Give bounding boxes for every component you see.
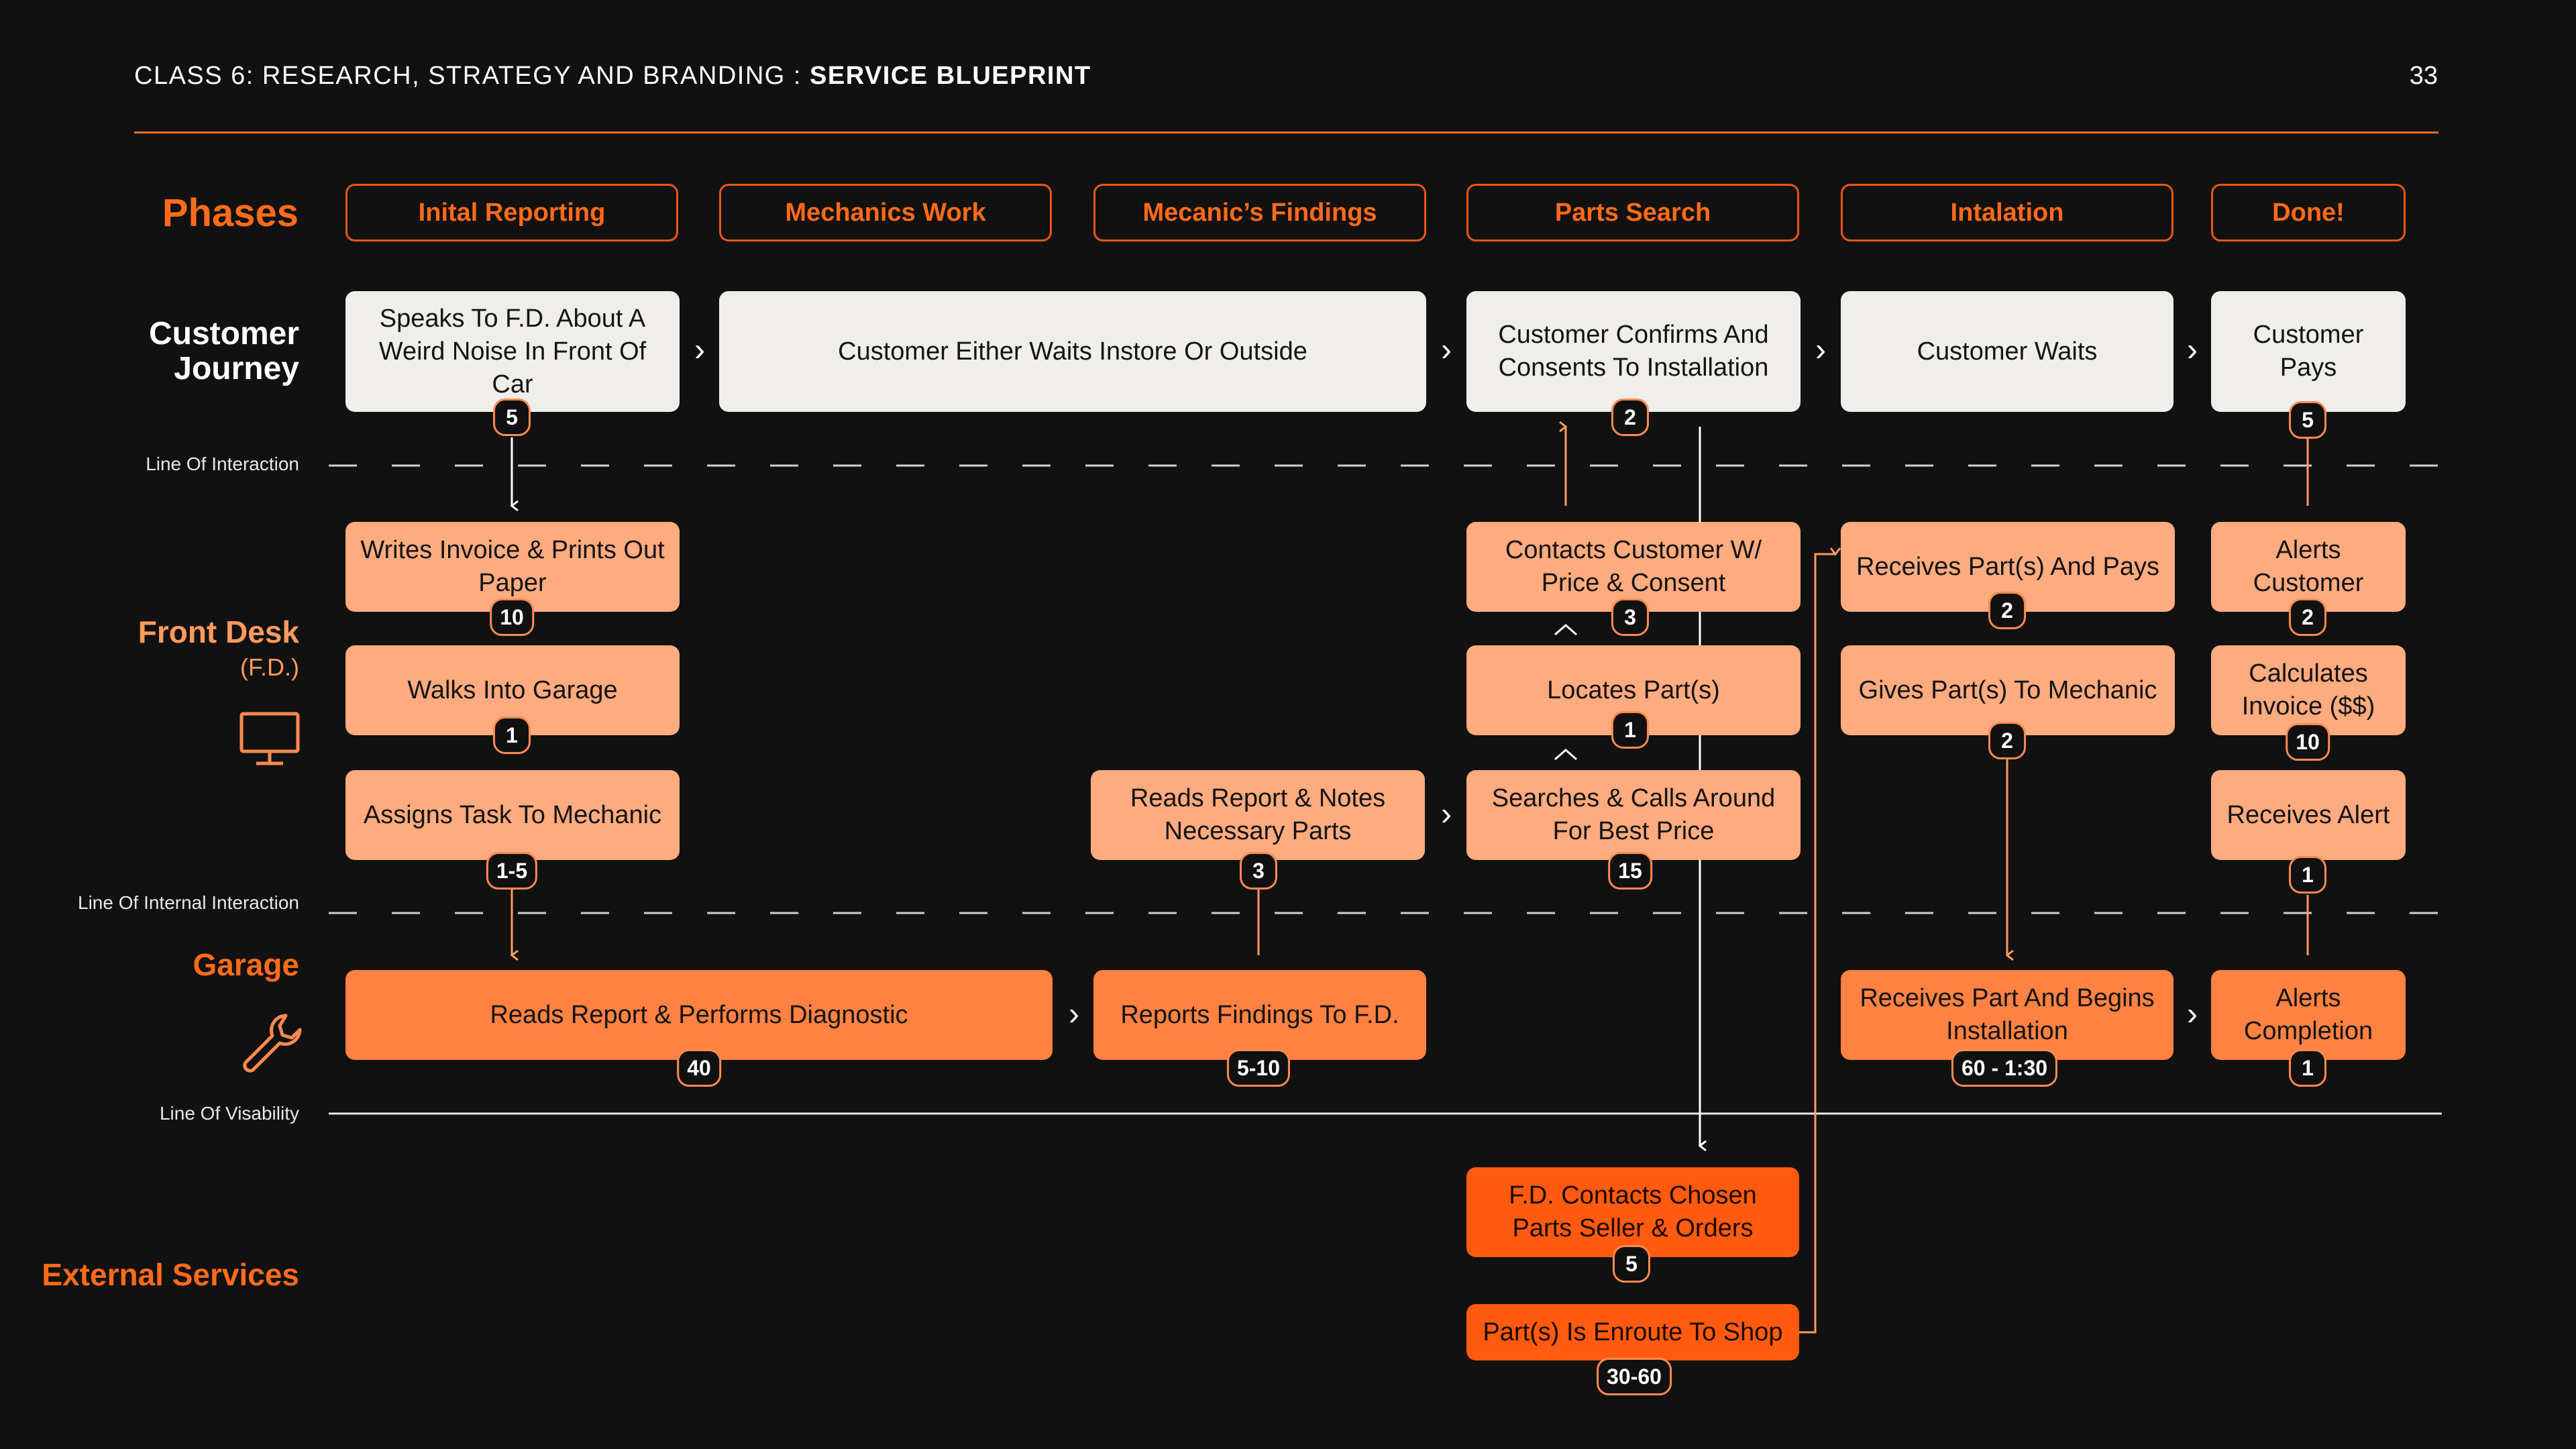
gr-reports-findings: Reports Findings To F.D. (1093, 970, 1426, 1060)
time-badge: 2 (1988, 722, 2026, 759)
fd-reads-report-notes: Reads Report & Notes Necessary Parts (1091, 770, 1425, 860)
time-badge: 5 (493, 398, 531, 436)
time-badge: 3 (1240, 852, 1277, 890)
garage-label: Garage (193, 947, 299, 982)
fd-searches-calls: Searches & Calls Around For Best Price (1466, 770, 1801, 860)
line-of-interaction-label: Line Of Interaction (146, 453, 299, 474)
gr-receives-part-installation: Receives Part And Begins Installation (1841, 970, 2174, 1060)
time-badge: 1-5 (486, 852, 538, 890)
fd-receives-alert: Receives Alert (2211, 770, 2406, 860)
time-badge: 2 (2289, 598, 2326, 636)
customer-journey-label: Customer Journey (149, 317, 299, 386)
time-badge: 5 (2289, 401, 2326, 439)
cj-waits-instore: Customer Either Waits Instore Or Outside (719, 291, 1426, 412)
gr-alerts-completion: Alerts Completion (2211, 970, 2406, 1060)
fd-writes-invoice: Writes Invoice & Prints Out Paper (345, 522, 680, 612)
slide-header: CLASS 6: RESEARCH, STRATEGY AND BRANDING… (134, 62, 1091, 91)
chevron-right-icon: › (1441, 796, 1452, 833)
external-services-label: External Services (42, 1257, 299, 1292)
fd-alerts-customer: Alerts Customer (2211, 522, 2406, 612)
header-divider (134, 131, 2438, 133)
time-badge: 3 (1611, 598, 1649, 636)
customer-journey-label-line2: Journey (174, 351, 299, 386)
phase-mechanics-work: Mechanics Work (719, 184, 1052, 241)
section-title: SERVICE BLUEPRINT (810, 62, 1091, 90)
phase-inital-reporting: Inital Reporting (345, 184, 678, 241)
chevron-right-icon: › (2187, 332, 2198, 368)
phase-intalation: Intalation (1841, 184, 2174, 241)
chevron-right-icon: › (1069, 996, 1079, 1032)
time-badge: 60 - 1:30 (1951, 1049, 2058, 1087)
gr-reads-report-diagnostic: Reads Report & Performs Diagnostic (345, 970, 1053, 1060)
time-badge: 5-10 (1226, 1049, 1291, 1087)
time-badge: 2 (1611, 398, 1649, 436)
time-badge: 5 (1613, 1245, 1650, 1283)
chevron-right-icon: › (2187, 996, 2198, 1032)
time-badge: 1 (493, 716, 531, 754)
fd-calculates-invoice: Calculates Invoice ($$) (2211, 645, 2406, 735)
time-badge: 30-60 (1597, 1358, 1672, 1395)
phases-label: Phases (162, 191, 299, 235)
fd-receives-parts-pays: Receives Part(s) And Pays (1841, 522, 2175, 612)
time-badge: 1 (2289, 856, 2326, 894)
time-badge: 40 (677, 1049, 721, 1087)
time-badge: 1 (2289, 1049, 2326, 1087)
wrench-icon (239, 1010, 303, 1078)
chevron-right-icon: › (1441, 332, 1452, 368)
fd-gives-parts: Gives Part(s) To Mechanic (1841, 645, 2175, 735)
cj-customer-pays: Customer Pays (2211, 291, 2406, 412)
arrow-enroute-to-receives (1798, 554, 1835, 1334)
phase-mecanics-findings: Mecanic’s Findings (1093, 184, 1426, 241)
chevron-right-icon: › (694, 332, 705, 368)
phase-done: Done! (2211, 184, 2406, 241)
page-number: 33 (2409, 62, 2438, 90)
front-desk-label: Front Desk (138, 614, 299, 649)
ex-parts-enroute: Part(s) Is Enroute To Shop (1466, 1304, 1799, 1360)
chevron-up-2 (1554, 749, 1577, 761)
time-badge: 10 (490, 598, 534, 636)
ex-contacts-parts-seller: F.D. Contacts Chosen Parts Seller & Orde… (1466, 1167, 1799, 1257)
chevron-up-1 (1554, 624, 1577, 636)
phase-parts-search: Parts Search (1466, 184, 1799, 241)
header-separator: : (785, 62, 810, 90)
chevron-right-icon: › (1815, 332, 1826, 368)
cj-speaks-to-fd: Speaks To F.D. About A Weird Noise In Fr… (345, 291, 680, 412)
fd-contacts-customer: Contacts Customer W/ Price & Consent (1466, 522, 1801, 612)
line-of-visibility-label: Line Of Visability (159, 1103, 299, 1124)
cj-confirms-consents: Customer Confirms And Consents To Instal… (1466, 291, 1801, 412)
monitor-icon (239, 711, 301, 771)
time-badge: 15 (1608, 852, 1652, 890)
customer-journey-label-line1: Customer (148, 316, 299, 352)
time-badge: 2 (1988, 592, 2026, 629)
front-desk-abbr: (F.D.) (240, 653, 299, 681)
line-of-internal-interaction-label: Line Of Internal Interaction (78, 892, 299, 913)
fd-assigns-task: Assigns Task To Mechanic (345, 770, 680, 860)
course-title: CLASS 6: RESEARCH, STRATEGY AND BRANDING (134, 62, 786, 90)
time-badge: 10 (2286, 723, 2330, 761)
time-badge: 1 (1611, 711, 1649, 749)
cj-customer-waits: Customer Waits (1841, 291, 2174, 412)
